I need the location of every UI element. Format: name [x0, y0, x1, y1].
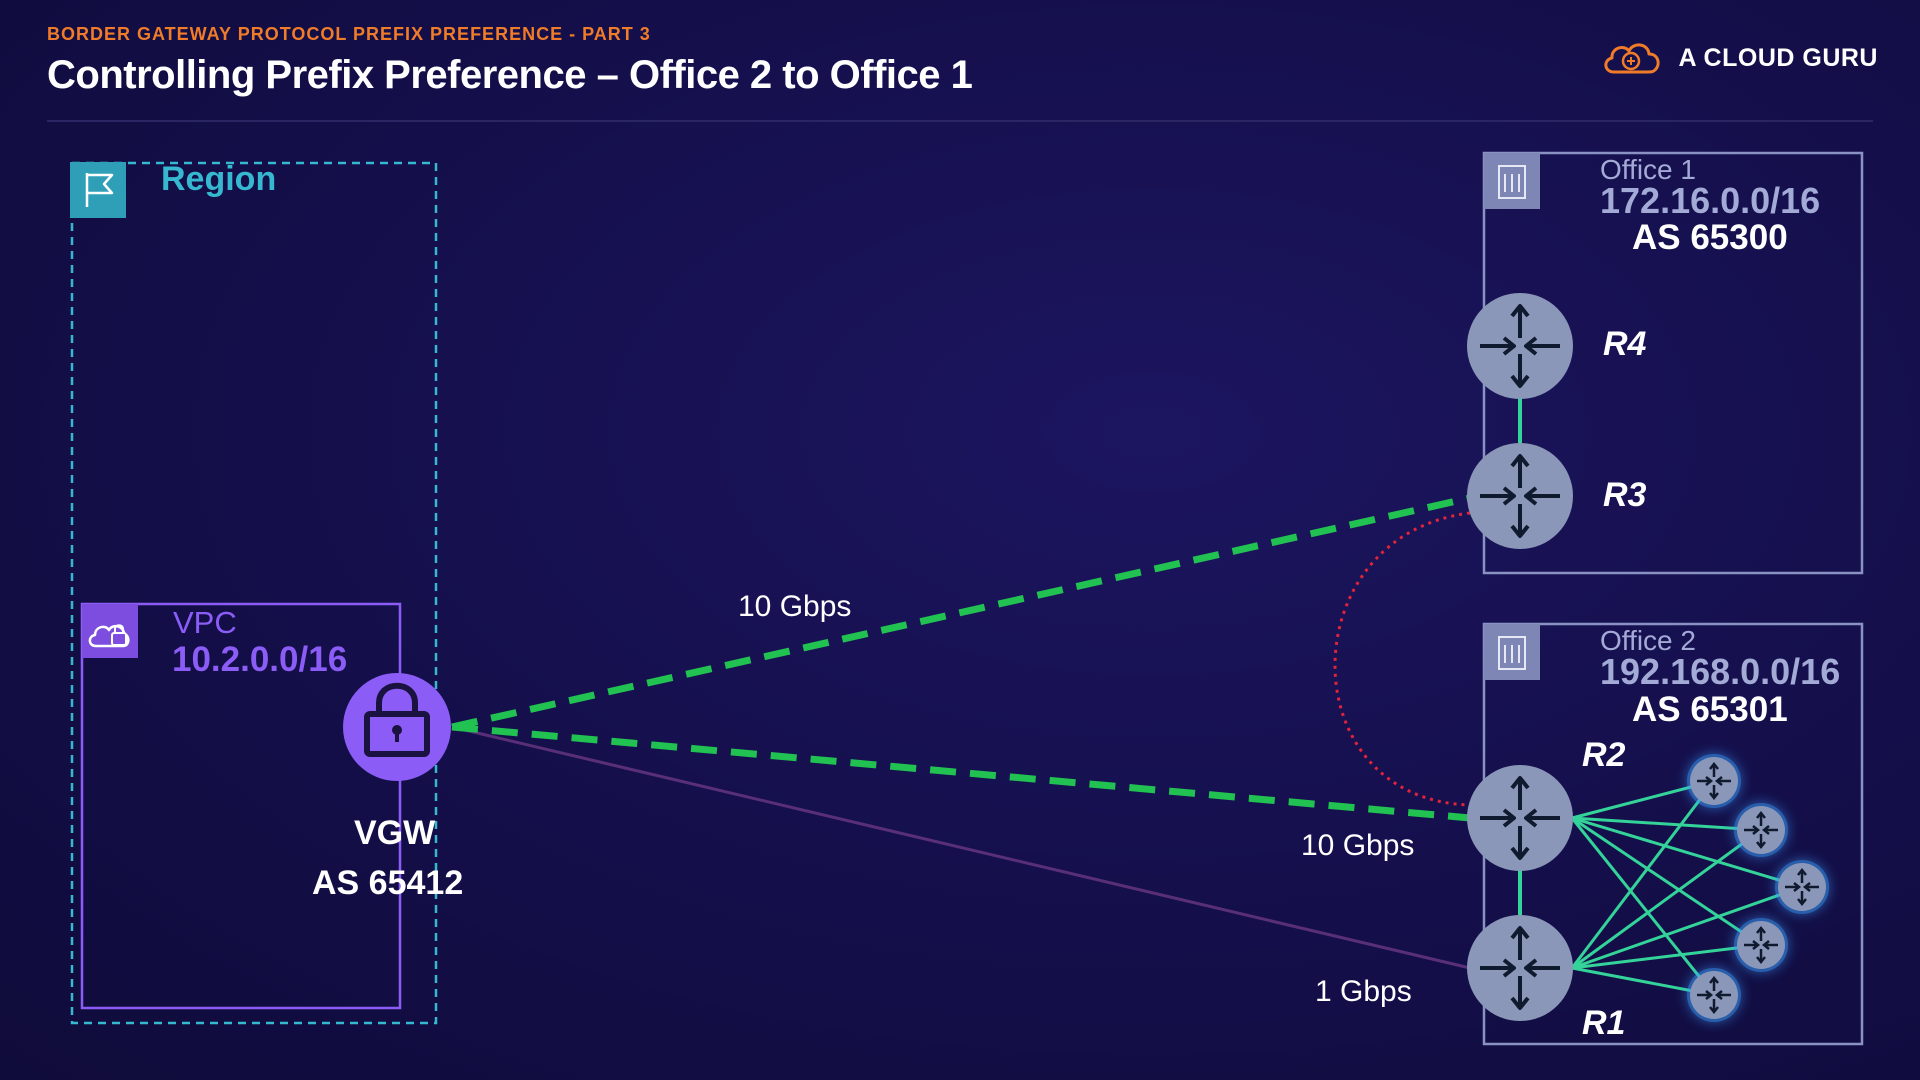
mesh-node-icon — [1775, 860, 1829, 914]
link-vgw-r1 — [451, 725, 1471, 970]
router-r1-icon — [1467, 915, 1573, 1021]
flag-icon — [70, 162, 126, 218]
header-divider — [47, 120, 1873, 122]
router-r4-icon — [1467, 293, 1573, 399]
router-r2-icon — [1467, 765, 1573, 871]
office2-cidr: 192.168.0.0/16 — [1600, 651, 1841, 692]
link-vgw-r2-bandwidth: 10 Gbps — [1301, 829, 1415, 862]
section-eyebrow: BORDER GATEWAY PROTOCOL PREFIX PREFERENC… — [47, 24, 651, 44]
mesh-node-icon — [1687, 754, 1741, 808]
cloud-logo-icon — [1604, 43, 1661, 74]
mesh-node-icon — [1734, 918, 1788, 972]
header: BORDER GATEWAY PROTOCOL PREFIX PREFERENC… — [47, 24, 973, 98]
office1-as-number: AS 65300 — [1632, 218, 1788, 257]
region-label: Region — [161, 160, 277, 198]
mesh-node-icon — [1734, 803, 1788, 857]
cloud-lock-icon — [82, 604, 138, 658]
padlock-icon — [343, 673, 451, 781]
vpc-cidr: 10.2.0.0/16 — [172, 640, 348, 679]
vpc-name: VPC — [173, 605, 237, 640]
router-r3-icon — [1467, 443, 1573, 549]
router-r3-label: R3 — [1603, 476, 1647, 514]
region-boundary — [70, 161, 438, 1025]
link-vgw-r1-bandwidth: 1 Gbps — [1315, 975, 1412, 1008]
office1-name: Office 1 — [1600, 154, 1696, 185]
router-r4-label: R4 — [1603, 325, 1647, 363]
vgw-as-number: AS 65412 — [312, 864, 464, 902]
building-icon — [1484, 624, 1540, 680]
vpc-boundary — [80, 602, 402, 1010]
office2-mesh — [1570, 779, 1803, 997]
router-r1-label: R1 — [1582, 1004, 1626, 1042]
office1-cidr: 172.16.0.0/16 — [1600, 180, 1821, 221]
preferred-path-r2-r3 — [1333, 511, 1471, 807]
link-vgw-r3 — [451, 494, 1471, 731]
brand: A CLOUD GURU — [1600, 38, 1878, 78]
brand-name: A CLOUD GURU — [1678, 43, 1878, 72]
office2-name: Office 2 — [1600, 625, 1696, 656]
link-vgw-r3-bandwidth: 10 Gbps — [738, 590, 852, 623]
page-title: Controlling Prefix Preference – Office 2… — [47, 53, 973, 97]
link-vgw-r2 — [451, 723, 1471, 822]
vgw-name: VGW — [354, 814, 436, 852]
router-r2-label: R2 — [1582, 736, 1626, 774]
office2-as-number: AS 65301 — [1632, 690, 1788, 729]
building-icon — [1484, 153, 1540, 209]
mesh-node-icon — [1687, 968, 1741, 1022]
